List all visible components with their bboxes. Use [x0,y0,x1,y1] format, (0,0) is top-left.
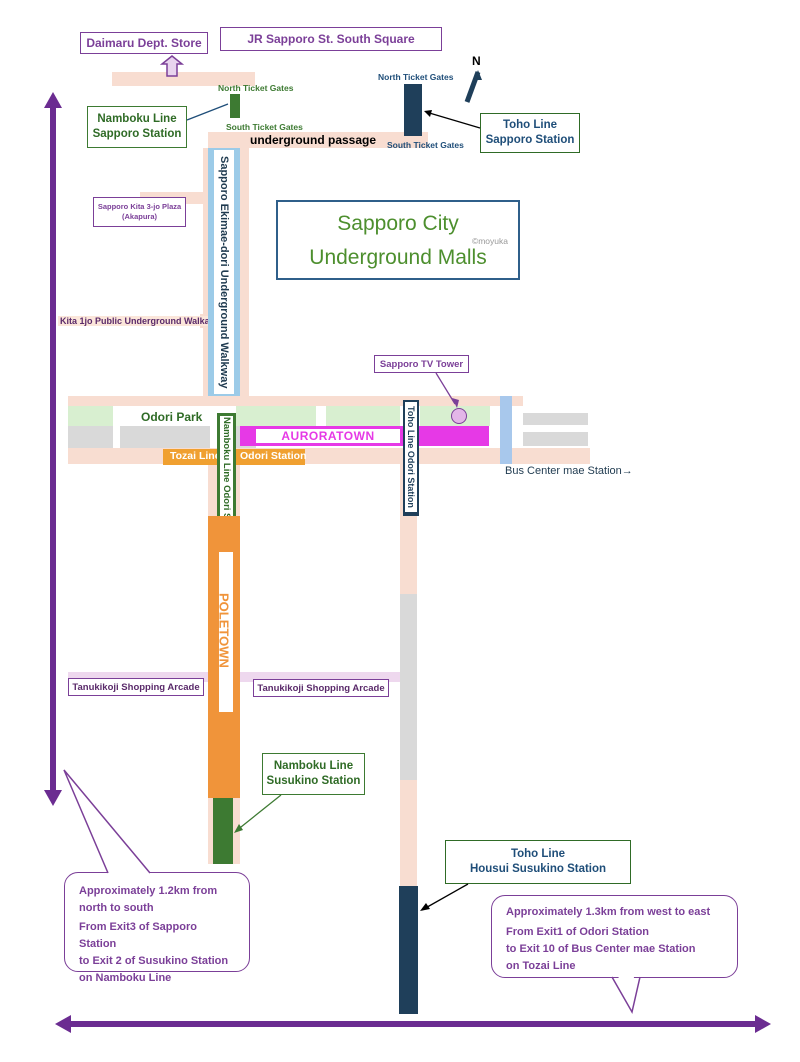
toho-north-gates-label: North Ticket Gates [378,72,454,82]
toho-housui-line: Toho Line [510,848,566,860]
callout-ns-line5: on Namboku Line [79,972,172,984]
odori-block-east-2 [523,432,588,446]
toho-sapporo-pointer-head [424,110,432,117]
callout-ns-line1: Approximately 1.2km from [79,885,218,897]
north-arrow-head [474,70,482,80]
poletown-text: POLETOWN [216,592,232,668]
north-label: N [472,54,481,68]
toho-sapporo-platform [404,84,422,136]
toho-sapporo-line: Toho Line [502,119,558,131]
odori-block-east [523,413,588,425]
tozai-line-label: Tozai Line [170,450,221,462]
ns-arrow-bottom [44,790,62,806]
callout-we-line1: Approximately 1.3km from west to east [506,906,711,918]
kita1jo-walkway-label: Kita 1jo Public Underground Walkay [58,316,217,326]
toho-housui-pointer-head [420,903,430,911]
callout-north-south: Approximately 1.2km from north to south … [64,872,250,984]
ekimae-walkway-label: Sapporo Ekimae-dori Underground Walkway [214,150,234,394]
tanukikoji-right-label: Tanukikoji Shopping Arcade [253,679,389,697]
odori-park-label: Odori Park [133,409,211,425]
map-title-box: Sapporo City Underground Malls ©moyuka [276,200,520,280]
daimaru-up-arrow [159,55,185,77]
namboku-sapporo-line: Namboku Line [97,113,177,125]
tv-tower-pointer-head [452,398,459,408]
map-credit: ©moyuka [471,236,508,246]
namboku-sapporo-station-label: Namboku Line Sapporo Station [87,106,187,148]
odori-park-green-2 [236,406,316,426]
map-title-line2: Underground Malls [309,246,487,269]
we-arrow-right [755,1015,771,1033]
ns-arrow-top [44,92,62,108]
tv-tower-marker [451,408,467,424]
namboku-susukino-pointer [235,794,282,832]
namboku-odori-text: Namboku Line Odori Station [221,416,232,546]
tanukikoji-right-text: Tanukikoji Shopping Arcade [257,682,385,694]
kita3-line2: (Akapura) [121,212,157,221]
auroratown-label-box: AURORATOWN [256,429,400,443]
namboku-north-gates-label: North Ticket Gates [218,83,294,93]
namboku-susukino-pointer-head [234,824,243,833]
map-title-line1: Sapporo City [337,212,459,235]
underground-passage-label: underground passage [250,133,377,147]
toho-corridor-lower [400,780,417,886]
callout-ns-line4: to Exit 2 of Susukino Station [79,955,229,967]
toho-housui-pointer [421,883,469,911]
callout-west-east: Approximately 1.3km from west to east Fr… [491,895,738,978]
we-arrow-left [55,1015,71,1033]
top-road [112,72,255,86]
namboku-sapporo-pointer [186,103,229,121]
toho-corridor-gray [400,594,417,780]
toho-sapporo-station-label: Toho Line Sapporo Station [480,113,580,153]
namboku-sapporo-station: Sapporo Station [92,128,182,140]
toho-sapporo-pointer [425,111,481,129]
daimaru-dept-store-label: Daimaru Dept. Store [80,32,208,54]
namboku-susukino-station: Susukino Station [266,775,361,787]
callout-we-line3: to Exit 10 of Bus Center mae Station [506,943,696,955]
auroratown-text: AURORATOWN [281,429,375,443]
namboku-susukino-line: Namboku Line [273,760,354,772]
namboku-odori-label: Namboku Line Odori Station [220,416,233,546]
kita3-line1: Sapporo Kita 3-jo Plaza [97,202,182,211]
toho-housui-platform [399,886,418,1014]
odori-park-green-3 [326,406,400,426]
callout-ns-line3: From Exit3 of Sapporo Station [79,921,197,950]
namboku-south-gates-label: South Ticket Gates [226,122,303,132]
toho-sapporo-station: Sapporo Station [485,134,575,146]
daimaru-text: Daimaru Dept. Store [86,36,202,50]
tanukikoji-left-label: Tanukikoji Shopping Arcade [68,678,204,696]
toho-housui-label: Toho Line Housui Susukino Station [445,840,631,884]
callout-we-line4: on Tozai Line [506,960,576,972]
tv-tower-label: Sapporo TV Tower [374,355,469,373]
tozai-odori-station-label: Odori Station [240,450,307,462]
toho-housui-station: Housui Susukino Station [469,863,607,875]
kita3jo-plaza-label: Sapporo Kita 3-jo Plaza (Akapura) [93,197,186,227]
tv-tower-text: Sapporo TV Tower [379,358,464,370]
jr-square-text: JR Sapporo St. South Square [247,32,415,46]
toho-south-gates-label: South Ticket Gates [387,140,464,150]
jr-sapporo-south-square-label: JR Sapporo St. South Square [220,27,442,51]
toho-odori-text: Toho Line Odori Station [406,406,416,508]
underground-passage-bar [208,132,428,148]
tanukikoji-left-text: Tanukikoji Shopping Arcade [72,681,200,693]
odori-block-2 [120,426,210,448]
poletown-inner [219,552,233,712]
tv-tower-pointer [435,372,456,405]
ekimae-text: Sapporo Ekimae-dori Underground Walkway [218,155,230,389]
namboku-susukino-platform [213,798,233,864]
toho-odori-label: Toho Line Odori Station [405,402,417,512]
namboku-susukino-label: Namboku Line Susukino Station [262,753,365,795]
namboku-sapporo-platform [230,94,240,118]
callout-ns-line2: north to south [79,902,154,914]
odori-park-green-1 [68,406,113,426]
callout-we-line2: From Exit1 of Odori Station [506,926,650,938]
odori-block-1 [68,426,113,448]
odori-road-top [68,396,523,406]
bus-center-walk [500,396,512,464]
bus-center-label: Bus Center mae Station→ [505,465,633,477]
poletown-label: POLETOWN [212,590,236,670]
